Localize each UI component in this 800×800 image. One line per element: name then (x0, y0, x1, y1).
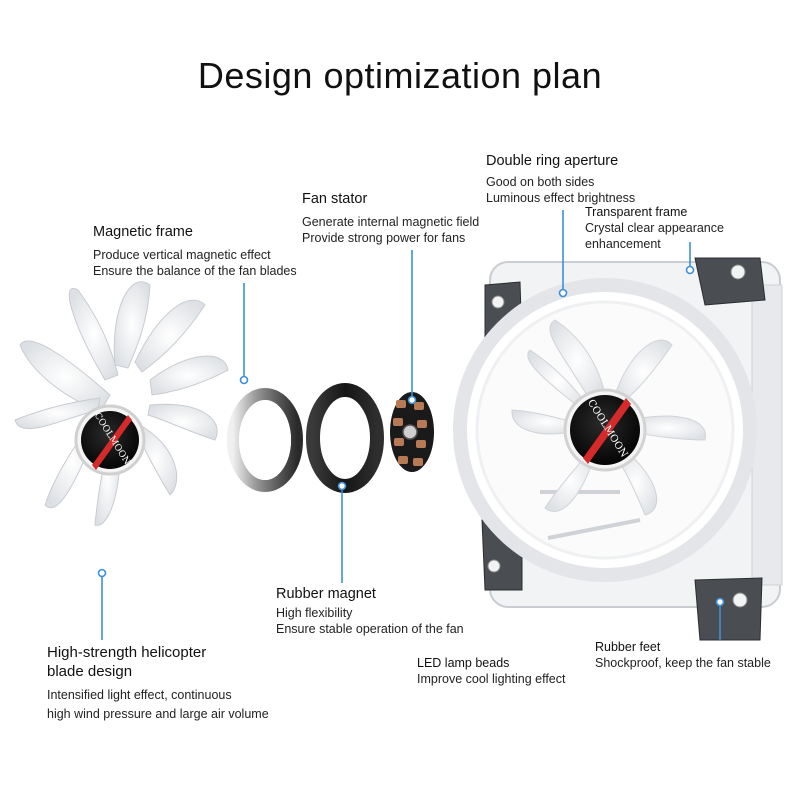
callout-heading: blade design (47, 662, 269, 681)
fan-blade-assembly: COOLMOON (15, 282, 228, 526)
callout-blade-design: High-strength helicopter blade design In… (47, 643, 269, 722)
page-title: Design optimization plan (0, 55, 800, 97)
callout-double-ring: Double ring aperture Good on both sides … (486, 152, 635, 206)
assembled-fan: COOLMOON (460, 258, 782, 640)
callout-line: Intensified light effect, continuous (47, 687, 269, 703)
callout-rubber-magnet: Rubber magnet High flexibility Ensure st… (276, 585, 464, 637)
callout-heading: LED lamp beads (417, 655, 565, 671)
callout-line: Provide strong power for fans (302, 230, 479, 246)
callout-line: Ensure the balance of the fan blades (93, 263, 297, 279)
callout-line: Ensure stable operation of the fan (276, 621, 464, 637)
callout-heading: Rubber magnet (276, 585, 464, 603)
callout-rubber-feet: Rubber feet Shockproof, keep the fan sta… (595, 639, 771, 671)
callout-line: High flexibility (276, 605, 464, 621)
callout-heading: High-strength helicopter (47, 643, 269, 662)
callout-heading: Magnetic frame (93, 223, 297, 241)
callout-led-beads: LED lamp beads Improve cool lighting eff… (417, 655, 565, 687)
rubber-magnet-part (313, 390, 377, 486)
callout-line: Produce vertical magnetic effect (93, 247, 297, 263)
callout-line: Good on both sides (486, 174, 635, 190)
callout-line: Shockproof, keep the fan stable (595, 655, 771, 671)
callout-heading: Transparent frame (585, 204, 724, 220)
magnetic-frame-part (233, 394, 297, 486)
callout-heading: Double ring aperture (486, 152, 635, 170)
callout-heading: Fan stator (302, 190, 479, 208)
callout-transparent-frame: Transparent frame Crystal clear appearan… (585, 204, 724, 252)
callout-heading: Rubber feet (595, 639, 771, 655)
callout-fan-stator: Fan stator Generate internal magnetic fi… (302, 190, 479, 246)
callout-line: high wind pressure and large air volume (47, 706, 269, 722)
callout-line: Improve cool lighting effect (417, 671, 565, 687)
callout-line: Generate internal magnetic field (302, 214, 479, 230)
callout-line: enhancement (585, 236, 724, 252)
callout-line: Crystal clear appearance (585, 220, 724, 236)
callout-magnetic-frame: Magnetic frame Produce vertical magnetic… (93, 223, 297, 279)
